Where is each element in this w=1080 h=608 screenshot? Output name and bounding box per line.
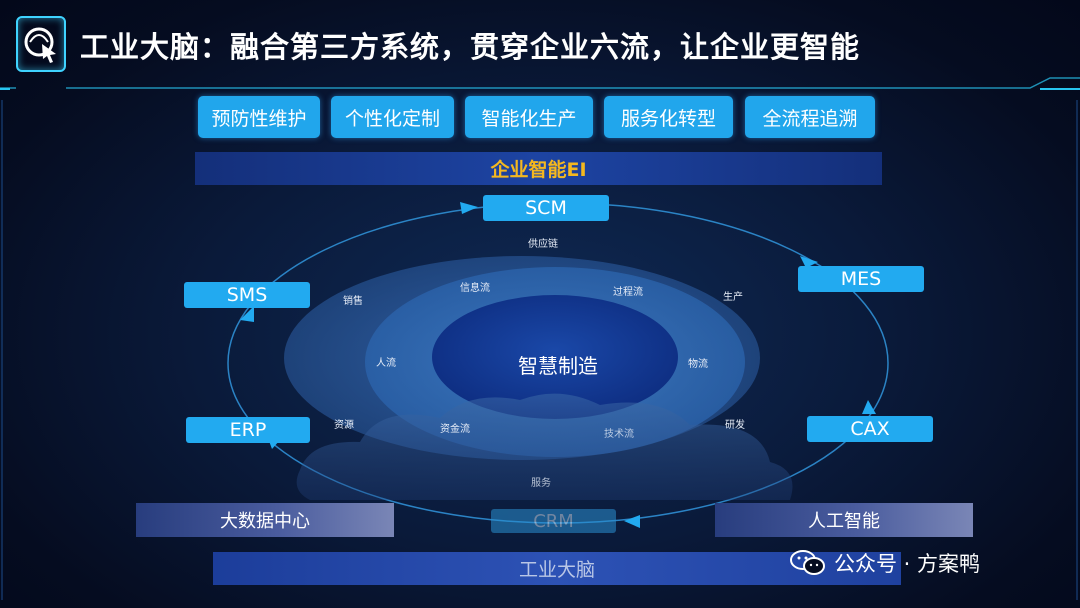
wechat-icon <box>790 549 826 577</box>
system-sms[interactable]: SMS <box>184 282 310 308</box>
brain-cursor-logo-icon <box>16 16 66 72</box>
ring-label-production: 生产 <box>723 292 743 303</box>
cloud-shape <box>296 393 793 500</box>
header-frame-line-right <box>1040 88 1080 90</box>
feature-smart-production[interactable]: 智能化生产 <box>465 96 593 138</box>
feature-predictive-maintenance[interactable]: 预防性维护 <box>198 96 320 138</box>
enterprise-ei-bar: 企业智能EI <box>195 152 882 185</box>
watermark: 公众号 · 方案鸭 <box>790 548 980 578</box>
flow-label-process: 过程流 <box>613 287 643 298</box>
feature-service-transformation[interactable]: 服务化转型 <box>604 96 733 138</box>
bigdata-center-box[interactable]: 大数据中心 <box>136 503 394 537</box>
flow-label-tech: 技术流 <box>604 429 634 440</box>
ring-label-sales: 销售 <box>343 296 363 307</box>
flow-label-people: 人流 <box>376 358 396 369</box>
flow-label-logistics: 物流 <box>688 359 708 370</box>
center-smart-manufacturing: 智慧制造 <box>518 354 598 378</box>
ring-label-supply: 供应链 <box>528 239 558 250</box>
logo-glyph <box>24 27 56 63</box>
industrial-brain-bar: 工业大脑 <box>213 552 901 585</box>
ring-label-resources: 资源 <box>334 420 354 431</box>
system-scm[interactable]: SCM <box>483 195 609 221</box>
ai-box[interactable]: 人工智能 <box>715 503 973 537</box>
system-crm[interactable]: CRM <box>491 509 616 533</box>
arrow-to-cax <box>862 400 876 414</box>
system-mes[interactable]: MES <box>798 266 924 292</box>
enterprise-ei-label: 企业智能EI <box>490 159 587 181</box>
feature-full-traceability[interactable]: 全流程追溯 <box>745 96 875 138</box>
ring-label-service: 服务 <box>531 478 551 489</box>
arrow-to-sms <box>240 306 254 322</box>
flow-label-info: 信息流 <box>460 283 490 294</box>
core-ellipse <box>432 295 678 419</box>
arrow-to-mes <box>800 256 818 268</box>
system-erp[interactable]: ERP <box>186 417 310 443</box>
ring-label-rd: 研发 <box>725 420 745 431</box>
arrow-to-crm <box>624 515 640 528</box>
watermark-text: 公众号 · 方案鸭 <box>834 552 981 576</box>
feature-custom-made[interactable]: 个性化定制 <box>331 96 454 138</box>
page-title: 工业大脑：融合第三方系统，贯穿企业六流，让企业更智能 <box>80 30 861 64</box>
header-frame-line-left <box>0 88 10 90</box>
system-cax[interactable]: CAX <box>807 416 933 442</box>
arrow-to-scm <box>460 202 478 214</box>
flow-label-capital: 资金流 <box>440 424 470 435</box>
